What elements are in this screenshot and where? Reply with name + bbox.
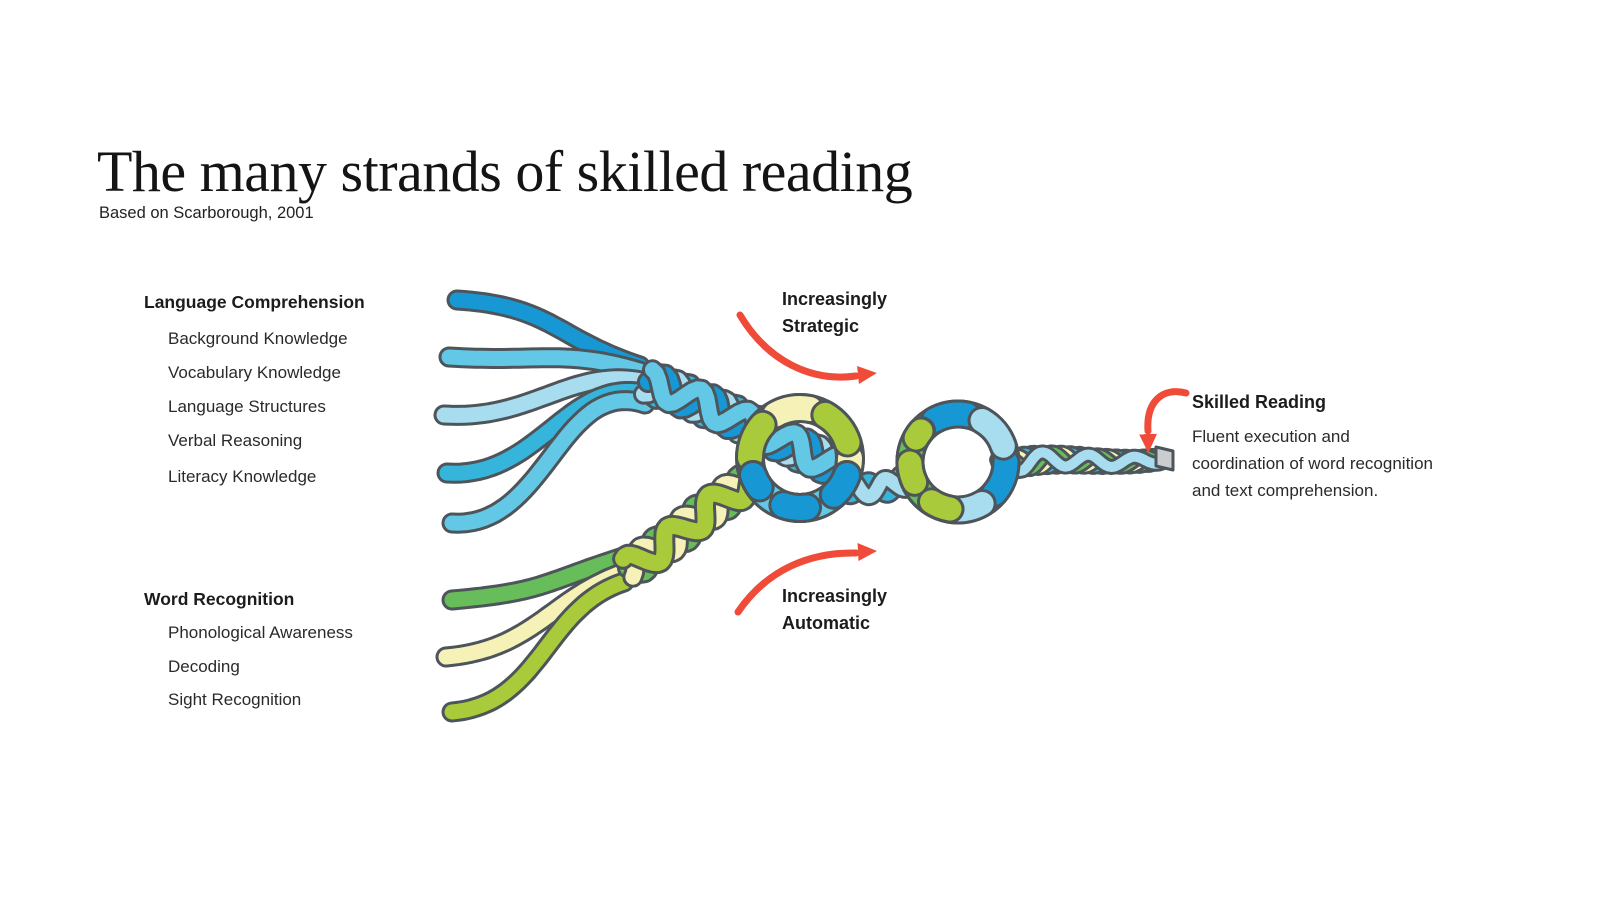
list-item: Verbal Reasoning: [168, 431, 303, 450]
strategic-line2: Strategic: [782, 316, 860, 336]
list-item: Decoding: [168, 657, 240, 676]
strategic-line1: Increasingly: [782, 289, 888, 309]
page-subtitle: Based on Scarborough, 2001: [99, 204, 314, 222]
desc-line2: coordination of word recognition: [1192, 454, 1433, 473]
list-item: Vocabulary Knowledge: [168, 363, 341, 382]
increasingly-strategic-label: Increasingly Strategic: [782, 286, 887, 340]
skilled-reading-description: Fluent execution and coordination of wor…: [1192, 423, 1433, 504]
automatic-line1: Increasingly: [782, 586, 888, 606]
list-item: Language Structures: [168, 397, 326, 416]
list-item: Literacy Knowledge: [168, 467, 317, 486]
list-item: Phonological Awareness: [168, 623, 353, 642]
list-item: Sight Recognition: [168, 690, 302, 709]
desc-line1: Fluent execution and: [1192, 427, 1350, 446]
language-comprehension-heading: Language Comprehension: [144, 292, 365, 312]
list-item: Background Knowledge: [168, 329, 348, 348]
desc-line3: and text comprehension.: [1192, 481, 1379, 500]
word-recognition-heading: Word Recognition: [144, 589, 295, 609]
page-title: The many strands of skilled reading: [97, 139, 913, 204]
skilled-reading-heading: Skilled Reading: [1192, 392, 1327, 412]
increasingly-automatic-label: Increasingly Automatic: [782, 583, 887, 637]
automatic-line2: Automatic: [782, 613, 871, 633]
